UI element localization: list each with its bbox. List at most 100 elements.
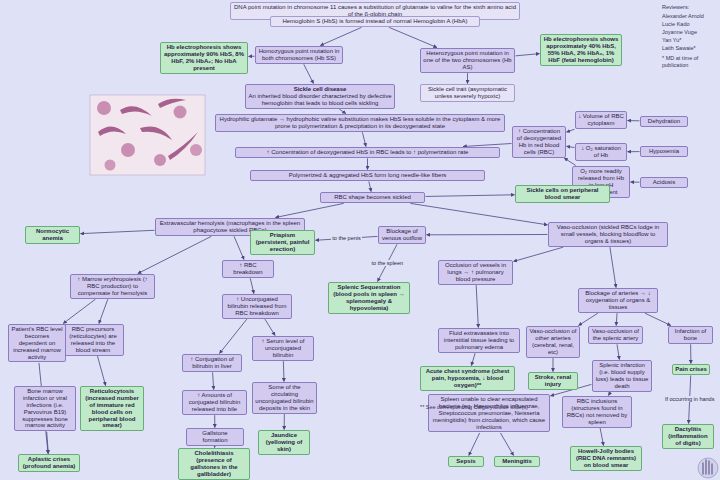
node-text: Dactylitis (inflammation of digits) xyxy=(665,426,711,447)
finding-box: Meningitis xyxy=(494,456,540,467)
finding-box: Pain crises xyxy=(672,364,710,375)
connector-arrow xyxy=(476,285,478,327)
connector-arrow xyxy=(81,230,155,233)
node-text: Vaso-occlusion of the splenic artery xyxy=(591,328,640,342)
process-box: Sickle cell diseaseAn inherited blood di… xyxy=(245,84,395,109)
node-text: Reticulocytosis (increased number of imm… xyxy=(83,388,141,429)
connector-arrow xyxy=(427,234,548,235)
connector-arrow xyxy=(579,313,598,325)
node-text: ↑ Concentration of deoxygenated Hb in re… xyxy=(515,128,563,156)
process-box: Blockage of arteries → ↓ oxygenation of … xyxy=(578,288,658,313)
node-text: Acute chest syndrome (chest pain, hypoxe… xyxy=(423,368,512,389)
connector-arrow xyxy=(628,120,640,121)
edge-label: to the spleen xyxy=(371,260,405,266)
node-text: Howell-Jolly bodies (RBC DNA remnants) o… xyxy=(573,448,639,469)
node-text: Sickle cell disease xyxy=(248,86,392,93)
connector-arrow xyxy=(320,27,361,45)
connector-arrow xyxy=(369,181,371,191)
node-text: Infarction of bone xyxy=(671,328,710,342)
credit-text: Lucie Kado xyxy=(662,21,720,28)
process-box: Dehydration xyxy=(640,116,688,127)
connector-arrow xyxy=(284,414,285,429)
connector-arrow xyxy=(99,299,108,323)
node-text: RBC precursors (reticulocytes) are relea… xyxy=(65,326,121,354)
node-text: Heterozygous point mutation in one of th… xyxy=(423,50,512,71)
sickle-cell xyxy=(120,106,152,116)
sickle-cell xyxy=(158,99,186,108)
credit-text: ** See corresponding Calgary Guide slide… xyxy=(420,404,530,411)
red-cell xyxy=(154,154,166,166)
node-text: An inherited blood disorder characterize… xyxy=(248,93,392,107)
connector-arrow xyxy=(234,236,244,259)
node-text: Gallstone formation xyxy=(189,430,241,444)
red-cell xyxy=(190,144,202,156)
node-text: Hb electrophoresis shows approximately 9… xyxy=(163,44,245,72)
credit-text: Alexander Arnold xyxy=(662,13,720,20)
connector-arrow xyxy=(631,182,640,183)
connector-arrow xyxy=(617,344,619,359)
process-box: Some of the circulating unconjugated bil… xyxy=(252,382,317,414)
connector-arrow xyxy=(47,432,49,454)
node-text: Hypoxemia xyxy=(643,148,685,155)
connector-arrow xyxy=(467,73,468,83)
node-text: Spleen unable to clear encapsulated bact… xyxy=(431,396,547,430)
finding-box: Splenic Sequestration (blood pools in sp… xyxy=(328,282,410,314)
node-text: Pain crises xyxy=(675,366,707,373)
process-box: Hemoglobin S (HbS) is formed instead of … xyxy=(270,16,480,27)
finding-box: Priapism (persistent, painful erection) xyxy=(250,230,315,255)
process-box: Gallstone formation xyxy=(186,428,244,446)
node-text: Blockage of arteries → ↓ oxygenation of … xyxy=(581,290,655,311)
process-box: Acidosis xyxy=(640,177,688,188)
finding-box: Howell-Jolly bodies (RBC DNA remnants) o… xyxy=(570,446,642,471)
edge-label: If occurring in hands xyxy=(664,396,716,402)
credit-text: * MD at time of publication xyxy=(662,55,720,68)
connector-arrow xyxy=(690,344,691,363)
red-cell xyxy=(121,143,135,157)
process-box: Fluid extravasates into interstitial tis… xyxy=(438,328,520,353)
node-text: Vaso-occlusion of other arteries (cerebr… xyxy=(529,328,577,356)
sickle-cell xyxy=(140,127,172,141)
process-box: Heterozygous point mutation in one of th… xyxy=(420,48,515,73)
hand-inset xyxy=(698,458,718,478)
connector-arrow xyxy=(362,132,366,146)
connector-arrow xyxy=(553,358,554,371)
node-text: ↑ Marrow erythropoiesis (↑ RBC productio… xyxy=(73,276,152,297)
node-text: Dehydration xyxy=(643,118,685,125)
process-box: RBC inclusions (structures found in RBCs… xyxy=(562,396,632,428)
connector-arrow xyxy=(283,361,285,381)
connector-arrow xyxy=(304,64,314,83)
red-cell xyxy=(174,106,187,119)
node-text: Splenic infarction (i.e. blood supply lo… xyxy=(595,362,649,390)
process-box: ↑ Serum level of unconjugated bilirubin xyxy=(252,336,314,361)
connector-arrow xyxy=(410,203,547,224)
connector-arrow xyxy=(214,415,215,427)
connector-arrow xyxy=(138,236,212,273)
connector-arrow xyxy=(213,372,214,389)
node-text: Stroke, renal injury xyxy=(531,374,575,388)
node-text: RBC shape becomes sickled xyxy=(323,194,422,201)
process-box: Patient's RBC level becomes dependent on… xyxy=(8,324,66,362)
node-text: ↑ Serum level of unconjugated bilirubin xyxy=(255,338,311,359)
finding-box: Normocytic anemia xyxy=(25,226,80,244)
node-text: Splenic Sequestration (blood pools in sp… xyxy=(331,284,407,312)
edge-label: to the penis xyxy=(331,235,361,241)
blood-smear-illustration xyxy=(90,95,205,175)
node-text: Acidosis xyxy=(643,179,685,186)
node-text: Cholelithiasis (presence of gallstones i… xyxy=(181,450,247,478)
node-text: Blockage of venous outflow xyxy=(381,228,423,242)
node-text: ↑ Concentration of deoxygenated HbS in R… xyxy=(238,149,497,156)
node-text: Meningitis xyxy=(497,458,537,465)
process-box: Infarction of bone xyxy=(668,326,713,344)
connector-arrow xyxy=(567,129,575,132)
connector-arrow xyxy=(600,428,603,445)
connector-arrow xyxy=(250,278,254,293)
node-text: Vaso-occlusion (sickled RBCs lodge in sm… xyxy=(551,224,665,245)
node-text: Some of the circulating unconjugated bil… xyxy=(255,384,314,412)
finding-box: Hb electrophoresis shows approximately 9… xyxy=(160,42,248,74)
finding-box: Jaundice (yellowing of skin) xyxy=(258,430,310,455)
finding-box: Reticulocytosis (increased number of imm… xyxy=(80,386,144,431)
finding-box: Cholelithiasis (presence of gallstones i… xyxy=(178,448,250,480)
process-box: Blockage of venous outflow xyxy=(378,226,426,244)
finding-box: Acute chest syndrome (chest pain, hypoxe… xyxy=(420,366,515,391)
